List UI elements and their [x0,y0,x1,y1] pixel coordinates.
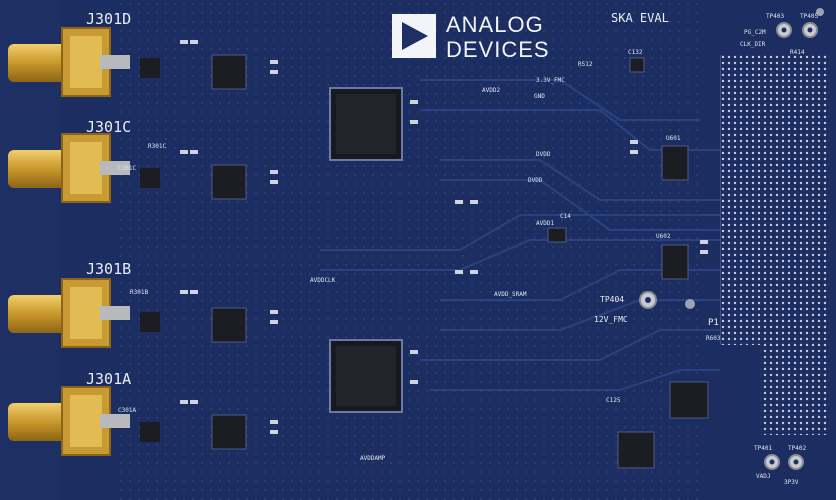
label-pg-c2m: PG_C2M [744,29,766,36]
label-3v3-fmc: 3.3V_FMC [536,77,565,84]
label-dvdd-2: DVDD [528,177,543,184]
label-dvdd: DVDD [536,151,551,158]
analog-devices-logo [392,14,436,58]
label-c125: C125 [606,397,621,404]
label-u602: U602 [656,233,671,240]
testpoint-tp401[interactable] [764,454,780,470]
testpoint-tp402[interactable] [788,454,804,470]
brand-line1: ANALOG [446,12,544,37]
label-tp405: TP405 [800,13,818,20]
label-c132: C132 [628,49,643,56]
label-avdd2: AVDD2 [482,87,500,94]
label-r512: R512 [578,61,593,68]
label-tp401: TP401 [754,445,772,452]
adc-chip-bottom [329,339,403,413]
connector-label-j301d: J301D [86,10,131,28]
label-u601: U601 [666,135,681,142]
sma-connector-c[interactable] [8,133,130,203]
label-vadj: VADJ [756,473,770,480]
label-avdd1: AVDD1 [536,220,554,227]
passive-components [180,40,708,434]
label-clk-dir: CLK_DIR [740,41,766,48]
label-c301a: C301A [118,407,136,414]
connector-label-j301c: J301C [86,118,131,136]
label-c14: C14 [560,213,571,220]
fmc-connector-pads-lower [760,345,830,435]
adc-chip-top [329,87,403,161]
label-tp403: TP403 [766,13,784,20]
brand-line2: DEVICES [446,37,550,62]
testpoint-tp403[interactable] [776,22,792,38]
label-r301b: R301B [130,289,148,296]
label-gnd-1: GND [534,93,545,100]
label-avddamp: AVDDAMP [360,455,386,462]
fmc-connector-pads [720,55,830,345]
sma-connector-d[interactable] [8,27,130,97]
fmc-edge-marks [720,55,721,345]
label-r603: R603 [706,335,721,342]
label-p1: P1 [708,318,719,328]
mounting-hole-p1 [685,299,695,309]
label-avddclk: AVDDCLK [310,277,336,284]
label-3p3v: 3P3V [784,479,799,486]
connector-label-j301a: J301A [86,370,131,388]
label-tp404: TP404 [600,295,624,304]
power-regulators [547,57,709,469]
mounting-hole-top-right [816,8,824,16]
sma-connector-b[interactable] [8,278,130,348]
label-r414: R414 [790,49,805,56]
label-avdd-sram: AVDD_SRAM [494,291,527,298]
testpoint-tp405[interactable] [802,22,818,38]
label-12v-fmc: 12V_FMC [594,315,628,324]
label-tp402: TP402 [788,445,806,452]
label-c301c: C301C [118,165,136,172]
testpoint-tp404[interactable] [639,291,657,309]
sma-connector-a[interactable] [8,386,130,456]
connector-label-j301b: J301B [86,260,131,278]
board-title: SKA EVAL [611,11,669,25]
amplifier-chips [211,54,247,450]
balun-chips [140,58,160,442]
label-r301c: R301C [148,143,166,150]
